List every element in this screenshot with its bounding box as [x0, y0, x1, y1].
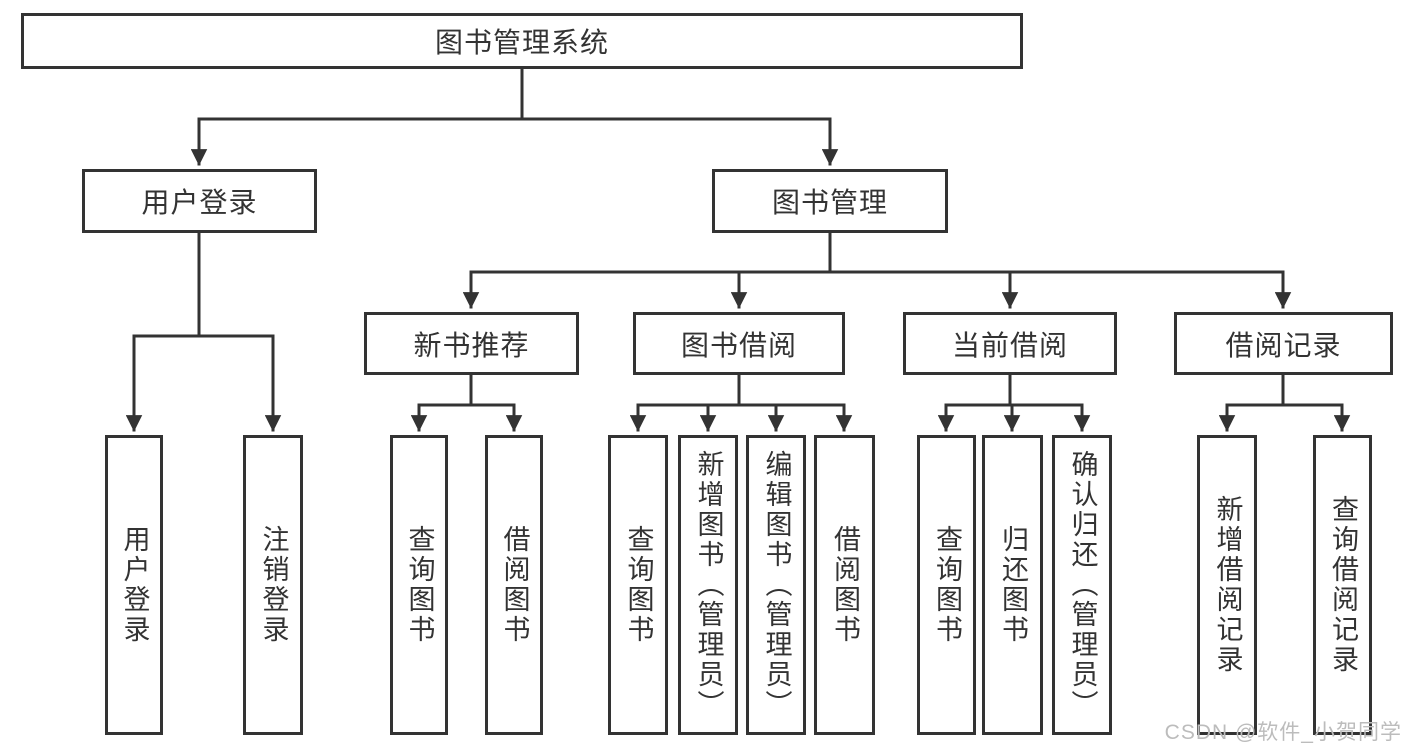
- leaf-query-books-2: 查询图书: [608, 435, 668, 735]
- node-borrowing-records: 借阅记录: [1174, 312, 1393, 375]
- leaf-user-login-label: 用户登录: [119, 525, 150, 645]
- leaf-confirm-return-admin: 确认归还（管理员）: [1052, 435, 1112, 735]
- leaf-user-login: 用户登录: [105, 435, 163, 735]
- node-new-book-recommend-label: 新书推荐: [413, 329, 530, 361]
- leaf-return-books-label: 归还图书: [998, 525, 1028, 645]
- node-borrowing-records-label: 借阅记录: [1225, 329, 1342, 361]
- leaf-confirm-return-admin-label: 确认归还（管理员）: [1067, 450, 1098, 720]
- leaf-borrow-books-1-label: 借阅图书: [499, 525, 530, 645]
- node-book-borrowing: 图书借阅: [633, 312, 845, 375]
- leaf-borrow-books-2-label: 借阅图书: [830, 525, 860, 645]
- leaf-add-book-admin-label: 新增图书（管理员）: [693, 450, 724, 720]
- leaf-borrow-books-1: 借阅图书: [485, 435, 543, 735]
- node-new-book-recommend: 新书推荐: [364, 312, 579, 375]
- leaf-query-borrow-record-label: 查询借阅记录: [1328, 495, 1358, 675]
- leaf-logout: 注销登录: [243, 435, 303, 735]
- node-user-login: 用户登录: [82, 169, 317, 233]
- leaf-query-books-1-label: 查询图书: [404, 525, 435, 645]
- node-book-borrowing-label: 图书借阅: [680, 329, 797, 361]
- leaf-borrow-books-2: 借阅图书: [814, 435, 875, 735]
- leaf-query-borrow-record: 查询借阅记录: [1313, 435, 1372, 735]
- node-current-borrowing-label: 当前借阅: [951, 329, 1068, 361]
- node-book-management-label: 图书管理: [771, 187, 888, 218]
- leaf-edit-book-admin-label: 编辑图书（管理员）: [761, 450, 792, 720]
- leaf-query-books-2-label: 查询图书: [623, 525, 654, 645]
- node-user-login-label: 用户登录: [141, 187, 258, 218]
- leaf-query-books-3: 查询图书: [917, 435, 976, 735]
- leaf-logout-label: 注销登录: [258, 525, 289, 645]
- leaf-add-borrow-record-label: 新增借阅记录: [1212, 495, 1243, 675]
- leaf-add-borrow-record: 新增借阅记录: [1197, 435, 1257, 735]
- leaf-add-book-admin: 新增图书（管理员）: [678, 435, 738, 735]
- node-book-management: 图书管理: [712, 169, 948, 233]
- leaf-return-books: 归还图书: [982, 435, 1043, 735]
- csdn-watermark: CSDN @软件_小贺同学: [1164, 721, 1402, 744]
- node-current-borrowing: 当前借阅: [903, 312, 1117, 375]
- node-root: 图书管理系统: [21, 13, 1023, 69]
- node-root-label: 图书管理系统: [434, 27, 609, 58]
- leaf-query-books-3-label: 查询图书: [932, 525, 962, 645]
- leaf-query-books-1: 查询图书: [390, 435, 448, 735]
- leaf-edit-book-admin: 编辑图书（管理员）: [746, 435, 806, 735]
